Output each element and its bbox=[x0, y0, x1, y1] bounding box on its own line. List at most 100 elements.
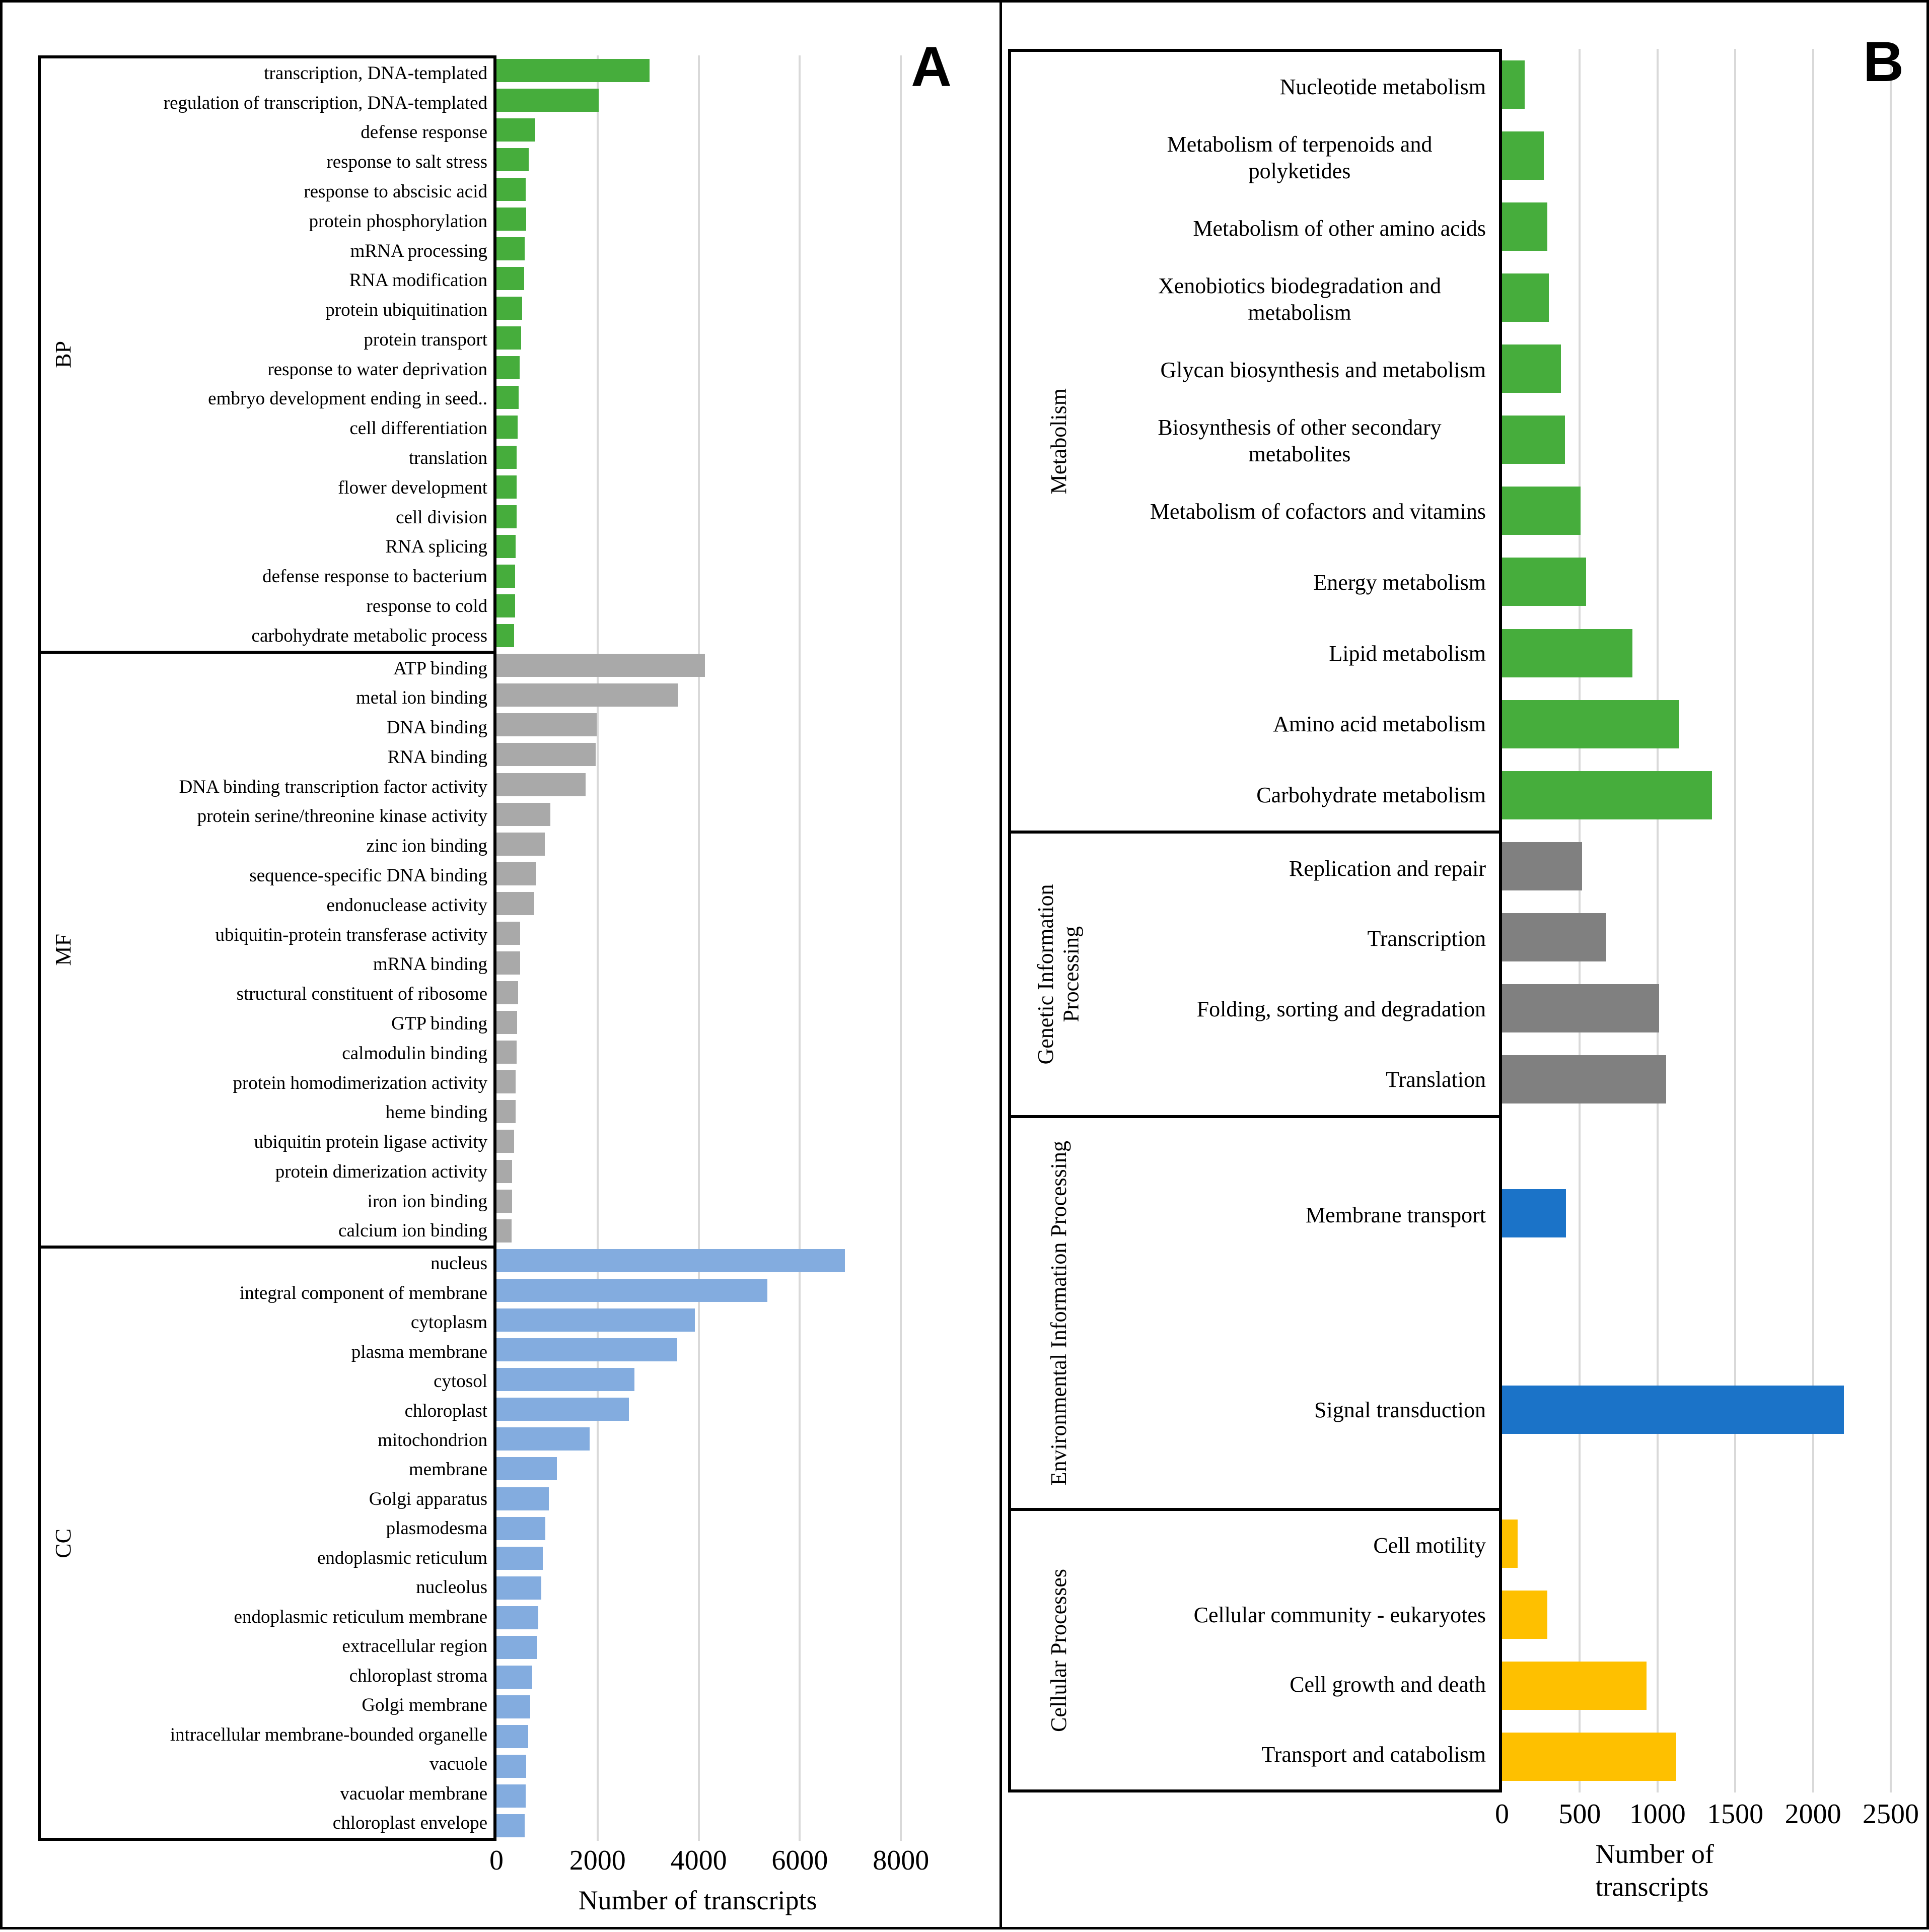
bar-track bbox=[496, 1513, 999, 1543]
category-row-label: Cell motility bbox=[1107, 1511, 1499, 1580]
category-label-text: plasmodesma bbox=[386, 1518, 487, 1539]
bar bbox=[1502, 558, 1586, 606]
bar bbox=[496, 207, 527, 231]
category-row-label: Transport and catabolism bbox=[1107, 1720, 1499, 1789]
bar-track bbox=[496, 710, 999, 740]
gridline bbox=[596, 1246, 599, 1841]
bar bbox=[496, 713, 597, 737]
category-row-label: mRNA binding bbox=[86, 949, 493, 979]
category-row-label: Glycan biosynthesis and metabolism bbox=[1107, 335, 1499, 406]
bar-track bbox=[1502, 902, 1926, 973]
axis-tick: 500 bbox=[1558, 1799, 1601, 1830]
bar bbox=[496, 1249, 845, 1272]
bar-track bbox=[496, 1067, 999, 1097]
bar bbox=[496, 88, 599, 112]
gridline bbox=[1812, 1115, 1814, 1508]
category-row-label: ubiquitin-protein transferase activity bbox=[86, 920, 493, 950]
category-label-text: carbohydrate metabolic process bbox=[251, 625, 487, 646]
bar bbox=[1502, 1662, 1647, 1710]
category-row-label: defense response to bacterium bbox=[86, 562, 493, 591]
group-cell: Cellular Processes bbox=[1011, 1511, 1107, 1789]
axis-tick: 1500 bbox=[1707, 1799, 1764, 1830]
category-label-text: ubiquitin-protein transferase activity bbox=[215, 924, 487, 945]
bar-track bbox=[1502, 831, 1926, 902]
category-label-text: protein dimerization activity bbox=[275, 1161, 487, 1182]
bar-track bbox=[1502, 333, 1926, 404]
category-label-text: Signal transduction bbox=[1314, 1398, 1486, 1423]
gridline bbox=[1812, 1508, 1814, 1792]
bar bbox=[496, 832, 545, 856]
bar-track bbox=[496, 770, 999, 799]
group-cell: Genetic Information Processing bbox=[1011, 834, 1107, 1115]
bar bbox=[496, 1546, 543, 1570]
plot-area bbox=[493, 55, 999, 651]
category-row-label: cytoplasm bbox=[86, 1307, 493, 1337]
bar bbox=[496, 564, 515, 588]
category-row-label: plasma membrane bbox=[86, 1337, 493, 1366]
bar-track bbox=[496, 651, 999, 680]
bar-track bbox=[1502, 617, 1926, 688]
bar bbox=[496, 1665, 532, 1689]
category-row-label: extracellular region bbox=[86, 1632, 493, 1661]
bar-tracks bbox=[1502, 1508, 1926, 1792]
bar bbox=[1502, 913, 1606, 962]
category-row-label: embryo development ending in seed.. bbox=[86, 384, 493, 414]
bar-track bbox=[496, 1573, 999, 1603]
bar-track bbox=[496, 1752, 999, 1781]
group-label: CC bbox=[50, 1528, 76, 1558]
bar-track bbox=[1502, 49, 1926, 120]
plot-area bbox=[1499, 49, 1926, 831]
bar-track bbox=[1502, 120, 1926, 191]
bar-tracks bbox=[1502, 49, 1926, 831]
bar-track bbox=[496, 234, 999, 263]
category-row-label: protein ubiquitination bbox=[86, 295, 493, 325]
bar-track bbox=[496, 1186, 999, 1216]
bar-track bbox=[496, 472, 999, 502]
bar bbox=[496, 1100, 516, 1124]
bar-track bbox=[496, 294, 999, 323]
category-label-text: RNA splicing bbox=[385, 536, 488, 558]
category-row-label: mRNA processing bbox=[86, 236, 493, 266]
gridline bbox=[697, 55, 700, 651]
bar-track bbox=[496, 859, 999, 888]
category-row-label: chloroplast envelope bbox=[86, 1809, 493, 1838]
category-row-label: Biosynthesis of other secondary metaboli… bbox=[1107, 406, 1499, 477]
bar-track bbox=[496, 174, 999, 204]
axis-tick: 2500 bbox=[1862, 1799, 1919, 1830]
category-row-label: DNA binding bbox=[86, 713, 493, 742]
category-label-text: Membrane transport bbox=[1306, 1203, 1486, 1228]
gridline bbox=[1734, 831, 1737, 1115]
category-row-label: Energy metabolism bbox=[1107, 547, 1499, 618]
axis-tick: 0 bbox=[1495, 1799, 1509, 1830]
bar bbox=[496, 862, 536, 885]
bar-track bbox=[496, 1038, 999, 1067]
bar bbox=[496, 386, 519, 409]
bar-tracks bbox=[1502, 831, 1926, 1115]
group-cell: CC bbox=[41, 1249, 86, 1838]
gridline bbox=[1889, 49, 1892, 831]
bar bbox=[496, 1755, 527, 1778]
bar bbox=[496, 118, 536, 142]
category-row-label: endoplasmic reticulum membrane bbox=[86, 1602, 493, 1631]
axis-tick: 1000 bbox=[1629, 1799, 1686, 1830]
bar-track bbox=[496, 1424, 999, 1454]
category-row-label: metal ion binding bbox=[86, 683, 493, 713]
category-label-text: Energy metabolism bbox=[1313, 570, 1486, 595]
bar bbox=[1502, 202, 1547, 251]
bar bbox=[1502, 1591, 1547, 1639]
category-row-label: nucleus bbox=[86, 1249, 493, 1278]
category-row-label: carbohydrate metabolic process bbox=[86, 621, 493, 651]
category-label-text: Golgi apparatus bbox=[369, 1488, 487, 1509]
bar bbox=[496, 802, 551, 826]
category-row-label: Xenobiotics biodegradation and metabolis… bbox=[1107, 264, 1499, 335]
bar bbox=[496, 1725, 529, 1749]
group-cell: MF bbox=[41, 654, 86, 1246]
bar bbox=[496, 505, 517, 528]
bar-track bbox=[496, 1365, 999, 1395]
bar-track bbox=[496, 204, 999, 234]
category-label-text: Replication and repair bbox=[1289, 856, 1486, 881]
